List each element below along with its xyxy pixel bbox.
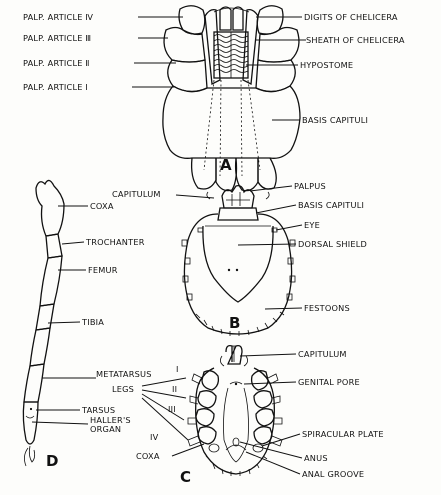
label-coxa-c: COXA	[136, 451, 160, 461]
label-sheath-of-chelicera: SHEATH OF CHELICERA	[306, 35, 405, 45]
figure-letter-a: A	[220, 156, 232, 174]
figure-letter-b: B	[229, 314, 240, 332]
figure-a: PALP. ARTICLE Ⅳ PALP. ARTICLE Ⅲ PALP. AR…	[23, 5, 405, 192]
figure-letter-d: D	[46, 452, 58, 470]
leader-leg-ii	[141, 389, 187, 399]
label-basis-capituli-b: BASIS CAPITULI	[298, 200, 364, 210]
label-metatarsus: METATARSUS	[96, 369, 152, 379]
leader-anal-groove	[245, 451, 301, 475]
figure-b-drawing	[181, 184, 296, 336]
label-palpus: PALPUS	[294, 181, 326, 191]
label-trochanter: TROCHANTER	[85, 237, 145, 247]
label-leg-i: I	[176, 364, 179, 374]
figure-c: LEGS I II III IV CAPITULUM GENITAL PORE …	[112, 344, 384, 486]
label-coxa-d: COXA	[90, 201, 114, 211]
label-leg-ii: II	[172, 384, 177, 394]
label-basis-capituli-a: BASIS CAPITULI	[302, 115, 368, 125]
label-palp-article-iii: PALP. ARTICLE Ⅲ	[23, 33, 91, 43]
label-eye: EYE	[304, 220, 320, 230]
leader-tibia	[47, 321, 81, 324]
label-festoons: FESTOONS	[304, 303, 350, 313]
leader-capitulum-b	[175, 194, 215, 199]
label-genital-pore: GENITAL PORE	[298, 377, 360, 387]
label-palp-article-i: PALP. ARTICLE Ⅰ	[23, 82, 88, 92]
figure-a-drawing	[162, 5, 301, 192]
label-hallers: HALLER'S	[90, 415, 131, 425]
leader-anus	[239, 441, 303, 459]
label-legs: LEGS	[112, 384, 134, 394]
leader-dorsal-shield	[237, 243, 297, 246]
label-tarsus: TARSUS	[81, 405, 115, 415]
leader-genital-pore	[243, 381, 297, 385]
figure-letter-c: C	[180, 468, 191, 486]
figure-d: COXA TROCHANTER FEMUR TIBIA METATARSUS T…	[22, 179, 152, 470]
leader-leg-i	[141, 377, 187, 387]
label-spiracular-plate: SPIRACULAR PLATE	[302, 429, 384, 439]
label-tibia: TIBIA	[81, 317, 104, 327]
label-anal-groove: ANAL GROOVE	[302, 469, 364, 479]
leader-festoons	[264, 307, 303, 310]
label-organ: ORGAN	[90, 424, 121, 434]
label-hypostome: HYPOSTOME	[300, 60, 353, 70]
figure-c-drawing	[187, 344, 283, 476]
label-capitulum-b: CAPITULUM	[112, 189, 161, 199]
leader-leg-iv	[141, 397, 189, 441]
leader-leg-iii	[141, 393, 185, 421]
label-dorsal-shield: DORSAL SHIELD	[298, 239, 367, 249]
label-leg-iii: III	[168, 404, 176, 414]
label-capitulum-c: CAPITULUM	[298, 349, 347, 359]
label-leg-iv: IV	[150, 432, 159, 442]
leader-trochanter	[61, 241, 85, 245]
label-femur: FEMUR	[88, 265, 118, 275]
figure-d-drawing	[22, 179, 65, 467]
label-palp-article-ii: PALP. ARTICLE Ⅱ	[23, 58, 90, 68]
figure-b: CAPITULUM PALPUS BASIS CAPITULI EYE DORS…	[112, 181, 367, 336]
label-anus: ANUS	[304, 453, 328, 463]
label-palp-article-iv: PALP. ARTICLE Ⅳ	[23, 12, 93, 22]
leader-basis-b	[255, 204, 297, 214]
leader-capitulum-c	[239, 353, 297, 357]
label-digits-of-chelicera: DIGITS OF CHELICERA	[304, 12, 398, 22]
leader-eye	[275, 224, 303, 231]
leader-coxa-c	[171, 443, 205, 457]
leader-spiracular-plate	[261, 433, 301, 447]
leader-hallers-organ	[31, 421, 89, 425]
leader-palpus	[249, 185, 293, 192]
